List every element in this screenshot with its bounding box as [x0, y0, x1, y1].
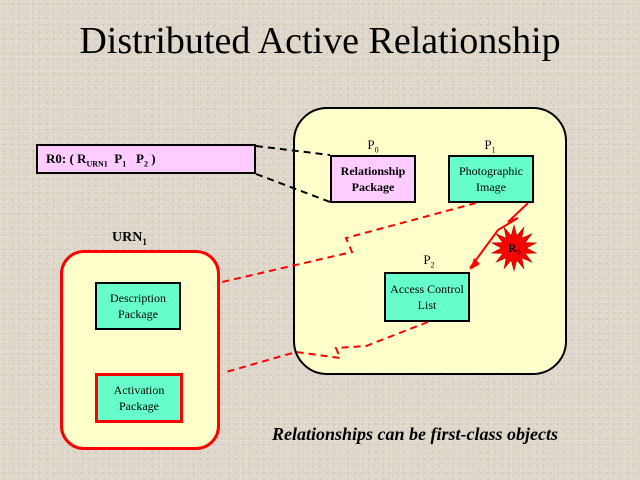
description-package-line2: Package	[118, 307, 158, 321]
tuple-urn-subscript: URN1	[86, 159, 108, 169]
photographic-image-line2: Image	[476, 180, 506, 194]
slide-title: Distributed Active Relationship	[79, 20, 561, 62]
relationship-package-line2: Package	[351, 180, 395, 194]
tuple-p2-sub: 2	[143, 159, 148, 169]
description-package-line1: Description	[110, 291, 166, 305]
p2-label: P2	[414, 252, 444, 270]
p2-label-sub: 2	[430, 260, 435, 270]
photographic-image-box[interactable]: Photographic Image	[448, 155, 534, 203]
relationship-container	[293, 107, 567, 375]
relationship-tuple-box: R0: ( RURN1 P1 P2 )	[36, 144, 256, 174]
tuple-p2: P	[135, 151, 144, 166]
photographic-image-line1: Photographic	[459, 164, 523, 178]
urn-label-sub: 1	[142, 236, 147, 247]
tuple-prefix: R0: ( R	[46, 151, 87, 166]
tuple-p1-sub: 1	[122, 159, 127, 169]
activation-package-line2: Package	[119, 399, 159, 413]
p0-label-main: P	[367, 137, 375, 152]
slide-caption: Relationships can be first-class objects	[272, 424, 559, 444]
access-control-list-box[interactable]: Access Control List	[384, 272, 470, 322]
p1-label: P1	[475, 137, 505, 155]
p0-label: P0	[358, 137, 388, 155]
urn-label-main: URN	[112, 230, 143, 245]
p0-label-sub: 0	[374, 145, 379, 155]
access-control-list-line1: Access Control	[390, 282, 464, 296]
p1-label-sub: 1	[491, 145, 496, 155]
tuple-p1: P	[114, 151, 123, 166]
access-control-list-line2: List	[417, 298, 437, 312]
tuple-suffix: )	[147, 151, 156, 166]
relationship-package-line1: Relationship	[340, 164, 406, 178]
activation-package-box[interactable]: Activation Package	[95, 373, 183, 423]
p1-label-main: P	[484, 137, 492, 152]
relationship-package-box[interactable]: Relationship Package	[330, 155, 416, 203]
description-package-box[interactable]: Description Package	[95, 282, 181, 330]
p2-label-main: P	[423, 252, 431, 267]
activation-package-line1: Activation	[113, 383, 165, 397]
urn-label: URN1	[112, 230, 147, 247]
